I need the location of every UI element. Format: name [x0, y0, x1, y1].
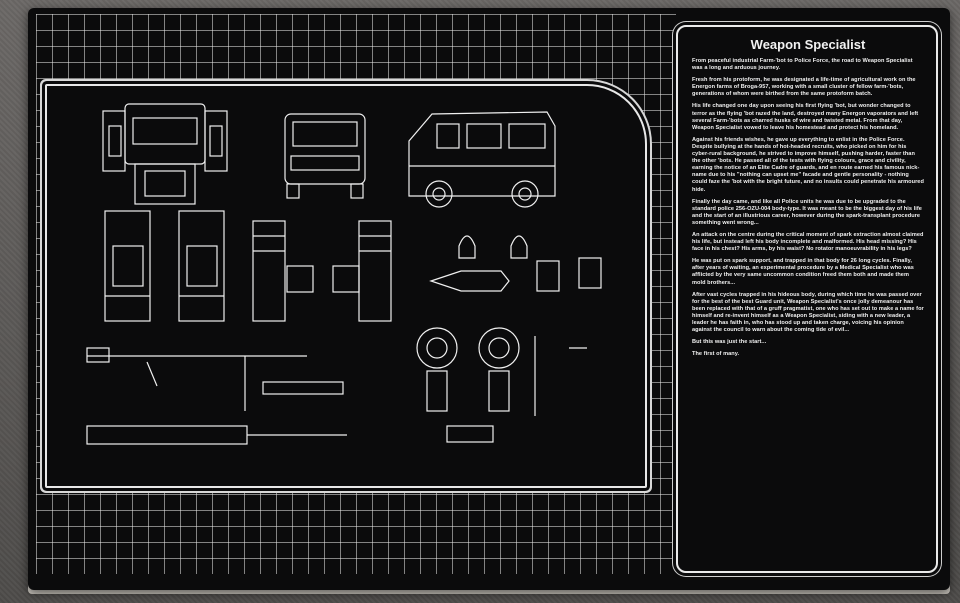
story-paragraph: But this was just the start... — [692, 339, 767, 346]
gear-wheels — [416, 327, 520, 412]
weapon-pieces — [86, 257, 602, 445]
story-paragraph: Fresh from his protoform, he was designa… — [692, 77, 916, 98]
story-paragraph: His life changed one day upon seeing his… — [692, 103, 919, 131]
story-paragraph: Finally the day came, and like all Polic… — [692, 198, 922, 226]
leg-pieces — [252, 220, 392, 322]
story-paragraph: After vast cycles trapped in his hideous… — [692, 291, 924, 334]
story-paragraph: He was put on spark support, and trapped… — [692, 258, 914, 286]
story-paragraph: The first of many. — [692, 351, 740, 358]
story-panel: Weapon Specialist From peaceful industri… — [676, 25, 938, 573]
head-pieces — [458, 235, 528, 259]
robot-mode-figure — [102, 103, 228, 322]
story-title: Weapon Specialist — [750, 37, 866, 52]
van-side-view — [408, 111, 556, 208]
story-paragraph: Against his friends wishes, he gave up e… — [692, 136, 924, 193]
story-paragraph: An attack on the centre during the criti… — [692, 231, 924, 253]
story-paragraph: From peaceful industrial Farm-'bot to Po… — [692, 58, 913, 72]
blueprint-panel — [45, 84, 647, 488]
van-front-view — [284, 113, 366, 199]
